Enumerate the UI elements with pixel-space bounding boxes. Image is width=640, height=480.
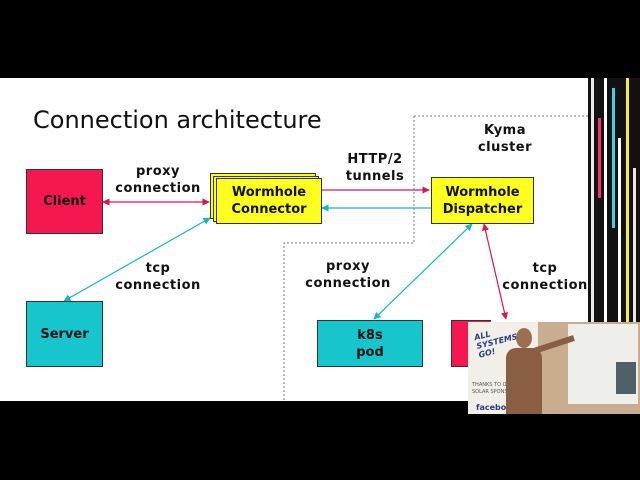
cluster-label: Kyma cluster <box>477 123 533 155</box>
label-server-connector: tcp connection <box>115 261 201 293</box>
node-dispatcher: Wormhole Dispatcher <box>431 177 534 224</box>
speaker-body <box>506 348 542 414</box>
node-dispatcher-label: Wormhole Dispatcher <box>442 184 523 217</box>
speaker-video-inset: ALL SYSTEMS GO! THANKS TO O SOLAR SPONSO… <box>468 322 640 414</box>
edge-dispatcher-pod <box>373 223 473 320</box>
banner-subtext: THANKS TO O SOLAR SPONSO <box>472 382 512 395</box>
label-client-connector: proxy connection <box>115 164 201 196</box>
node-client: Client <box>26 169 103 234</box>
slide: Connection architecture Client Server <box>0 78 588 401</box>
label-dispatcher-pod: proxy connection <box>305 259 391 291</box>
edge-dispatcher-tcp <box>481 223 509 320</box>
node-server: Server <box>26 301 103 367</box>
edge-server-connector <box>63 217 211 302</box>
banner-sponsor: facebook <box>476 403 518 412</box>
diagram-edges <box>63 115 588 401</box>
speaker-head <box>516 328 532 348</box>
node-k8s-pod-label: k8s pod <box>356 327 384 360</box>
node-k8s-pod: k8s pod <box>317 320 423 367</box>
node-server-label: Server <box>40 326 89 342</box>
node-connector: Wormhole Connector <box>216 178 322 224</box>
node-client-label: Client <box>43 194 86 209</box>
cluster-boundary <box>283 115 588 401</box>
node-connector-label: Wormhole Connector <box>231 185 307 217</box>
label-tunnels: HTTP/2 tunnels <box>345 152 405 184</box>
slide-title: Connection architecture <box>33 106 322 134</box>
projection-content <box>616 362 636 394</box>
label-dispatcher-tcp: tcp connection <box>502 261 588 293</box>
